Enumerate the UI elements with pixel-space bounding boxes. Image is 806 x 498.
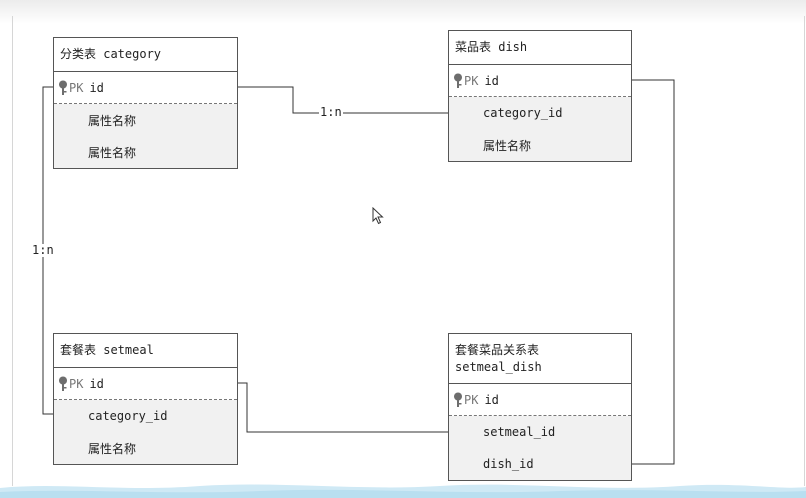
attribute-row[interactable]: category_id: [88, 409, 168, 423]
entity-setmeal[interactable]: 套餐表 setmeal PK id category_id 属性名称: [53, 333, 238, 465]
relation-label-category-dish: 1:n: [319, 105, 343, 119]
pk-field: id: [484, 73, 499, 88]
pk-field: id: [89, 80, 104, 95]
entity-setmeal-dish[interactable]: 套餐菜品关系表 setmeal_dish PK id setmeal_id di…: [448, 333, 632, 481]
attribute-row[interactable]: setmeal_id: [483, 425, 556, 439]
attribute-row[interactable]: dish_id: [483, 457, 534, 471]
entity-title: 菜品表 dish: [455, 40, 528, 54]
key-icon: [454, 73, 462, 88]
pk-tag: PK: [69, 80, 84, 95]
relation-label-category-setmeal: 1:n: [31, 243, 55, 257]
entity-header: 分类表 category: [54, 38, 237, 72]
entity-title: 套餐表 setmeal: [60, 343, 154, 357]
mouse-cursor-icon: [372, 207, 384, 225]
pk-row[interactable]: PK id: [449, 384, 631, 416]
pk-row[interactable]: PK id: [54, 368, 237, 400]
attribute-list: category_id 属性名称: [54, 400, 237, 464]
pk-tag: PK: [464, 73, 479, 88]
pk-row[interactable]: PK id: [449, 65, 631, 97]
entity-title: 套餐菜品关系表: [455, 342, 540, 357]
entity-category[interactable]: 分类表 category PK id 属性名称 属性名称: [53, 37, 238, 169]
pk-field: id: [484, 392, 499, 407]
pk-field: id: [89, 376, 104, 391]
attribute-row[interactable]: category_id: [483, 106, 563, 120]
attribute-list: setmeal_id dish_id: [449, 416, 631, 480]
pk-tag: PK: [69, 376, 84, 391]
link-category-dish: [237, 86, 449, 114]
top-shade: [0, 0, 806, 24]
pk-tag: PK: [464, 392, 479, 407]
key-icon: [59, 80, 67, 95]
attribute-row[interactable]: 属性名称: [88, 145, 137, 160]
attribute-list: 属性名称 属性名称: [54, 104, 237, 168]
key-icon: [454, 392, 462, 407]
entity-dish[interactable]: 菜品表 dish PK id category_id 属性名称: [448, 30, 632, 162]
bottom-wave-decoration: [0, 484, 806, 498]
pk-row[interactable]: PK id: [54, 72, 237, 104]
key-icon: [59, 376, 67, 391]
link-dish-setmealdish: [631, 79, 675, 465]
attribute-row[interactable]: 属性名称: [88, 113, 137, 128]
attribute-row[interactable]: 属性名称: [88, 441, 137, 456]
attribute-row[interactable]: 属性名称: [483, 138, 532, 153]
entity-title-line2: setmeal_dish: [455, 359, 542, 374]
entity-header: 菜品表 dish: [449, 31, 631, 65]
entity-title: 分类表 category: [60, 47, 162, 61]
canvas-frame: [12, 16, 805, 486]
link-setmeal-setmealdish: [237, 382, 449, 433]
entity-header: 套餐表 setmeal: [54, 334, 237, 368]
attribute-list: category_id 属性名称: [449, 97, 631, 161]
entity-header: 套餐菜品关系表 setmeal_dish: [449, 334, 631, 384]
